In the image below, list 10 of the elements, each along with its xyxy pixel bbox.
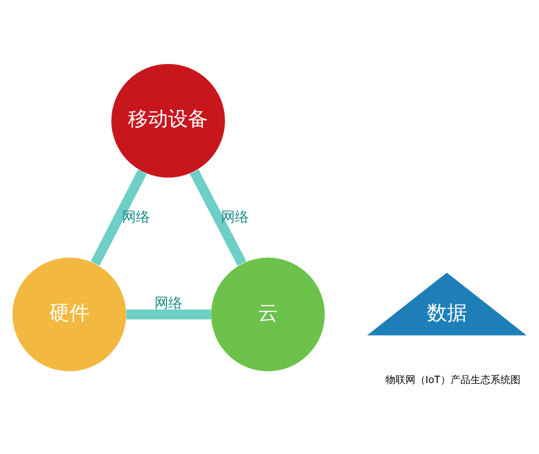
edge-label: 网络 <box>122 209 150 226</box>
node-circle: 云 <box>211 258 325 372</box>
connector <box>126 310 212 320</box>
caption: 物联网（IoT）产品生态系统图 <box>385 375 520 386</box>
edge-label: 网络 <box>220 209 249 226</box>
node-circle: 硬件 <box>12 258 126 372</box>
node-circle: 移动设备 <box>111 64 225 178</box>
edge-label: 网络 <box>154 296 183 312</box>
connector <box>190 169 246 266</box>
connector <box>90 169 147 266</box>
